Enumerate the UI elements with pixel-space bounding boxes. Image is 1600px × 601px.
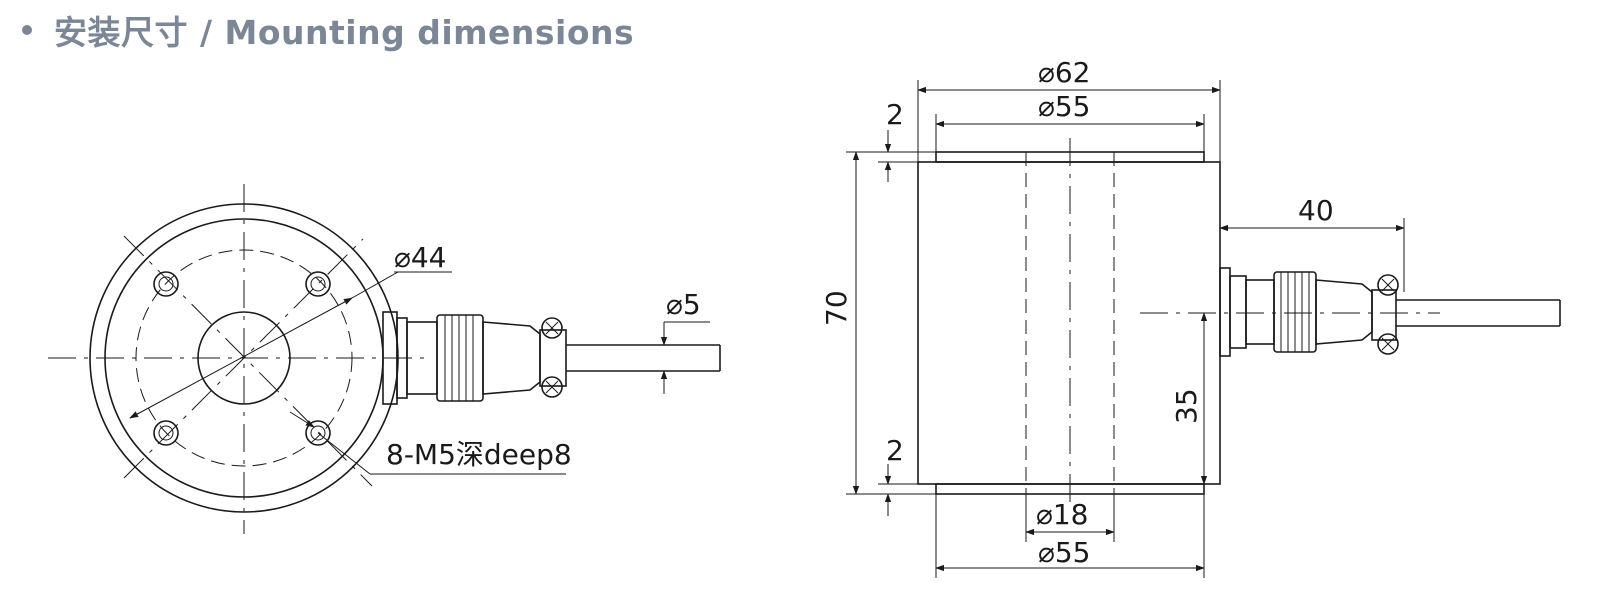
top-face-label: ⌀55 [1038,90,1091,123]
section-title: 安装尺寸 / Mounting dimensions [54,13,635,52]
top-step-label: 2 [886,98,904,131]
mounting-hole-tr [305,271,331,297]
height-label: 70 [820,290,853,326]
bolt-circle-label: ⌀44 [394,241,447,274]
hole-leader-line [317,432,371,475]
mounting-hole-tl [153,271,179,297]
bolt-circle-dim-line [129,297,353,419]
side-view: ⌀62 ⌀55 2 70 40 35 2 ⌀18 [820,56,1561,578]
side-body-outline [917,161,1221,485]
mounting-hole-br [305,420,331,446]
hole-leader-arrow [289,411,315,428]
holes-label: 8-M5深deep8 [386,438,572,471]
cable-diameter-label: ⌀5 [666,288,701,321]
outer-diameter-label: ⌀62 [1038,56,1091,89]
cable-length-label: 40 [1298,194,1334,227]
mounting-hole-bl [153,420,179,446]
half-height-label: 35 [1170,388,1203,424]
section-header: 安装尺寸 / Mounting dimensions [22,6,634,54]
bullet-icon [22,25,32,35]
bottom-step-label: 2 [886,434,904,467]
side-connector [1219,267,1399,357]
bottom-face-label: ⌀55 [1038,536,1091,569]
front-connector [382,311,567,405]
front-centerline-diagonal-1 [123,235,373,487]
front-view: ⌀5 ⌀44 8-M5深deep8 [48,184,721,534]
bore-label: ⌀18 [1036,498,1089,531]
bolt-circle-leader [351,271,399,299]
body-outer-circle [89,203,399,513]
